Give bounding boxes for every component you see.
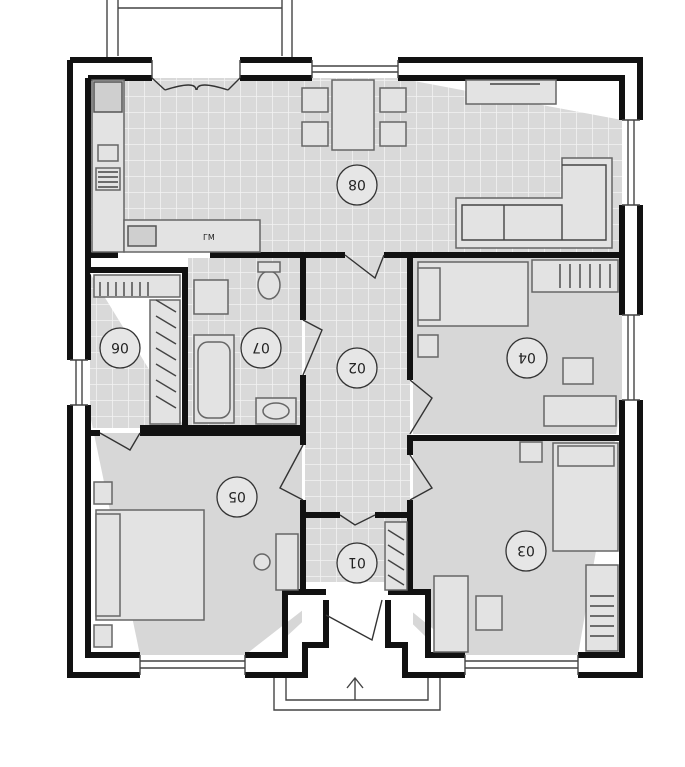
bedroom-4-furniture [417, 259, 619, 427]
room-label-04: 04 [506, 337, 548, 379]
desk [433, 575, 469, 653]
svg-text:02: 02 [348, 359, 366, 375]
room-label-02: 02 [336, 347, 378, 389]
svg-text:04: 04 [518, 349, 536, 365]
svg-text:05: 05 [228, 488, 246, 504]
exterior-walls [67, 57, 643, 678]
stove [95, 167, 121, 191]
room-label-08: 08 [336, 164, 378, 206]
svg-text:06: 06 [111, 339, 129, 355]
sink [97, 144, 119, 162]
closet-furniture [93, 274, 181, 425]
svg-text:01: 01 [348, 554, 366, 570]
room-label-05: 03 05 [216, 476, 258, 518]
oven-label: ГМ [203, 233, 215, 242]
wardrobe [585, 564, 619, 652]
wardrobe [531, 259, 619, 293]
room-label-07: 07 [240, 327, 282, 369]
chair [379, 121, 407, 147]
svg-text:07: 07 [252, 339, 270, 355]
kitchen-furniture: ГМ [91, 79, 613, 253]
dining-table [331, 79, 375, 151]
chair [301, 121, 329, 147]
room-label-01: 01 [336, 542, 378, 584]
fridge [93, 81, 123, 113]
bedroom-5-furniture [93, 481, 299, 648]
entry-furniture [384, 521, 408, 591]
room-label-06: 06 [99, 327, 141, 369]
top-balcony [106, 0, 293, 60]
sofa [455, 157, 613, 249]
chair [562, 357, 594, 385]
bottom-porch [273, 676, 441, 711]
chair [379, 87, 407, 113]
toilet [257, 270, 281, 300]
dresser [275, 533, 299, 591]
room-label-03: 03 [505, 530, 547, 572]
interior-walls [88, 252, 622, 592]
svg-text:03: 03 [517, 542, 535, 558]
room-labels: 08 06 07 02 04 03 05 03 01 [99, 164, 548, 584]
desk [543, 395, 617, 427]
doors [99, 77, 434, 642]
bedroom-3-furniture [433, 441, 619, 653]
bathroom-fixtures [193, 261, 297, 425]
washing-machine [193, 279, 229, 315]
chair [475, 595, 503, 631]
svg-text:08: 08 [348, 176, 366, 192]
chair [301, 87, 329, 113]
